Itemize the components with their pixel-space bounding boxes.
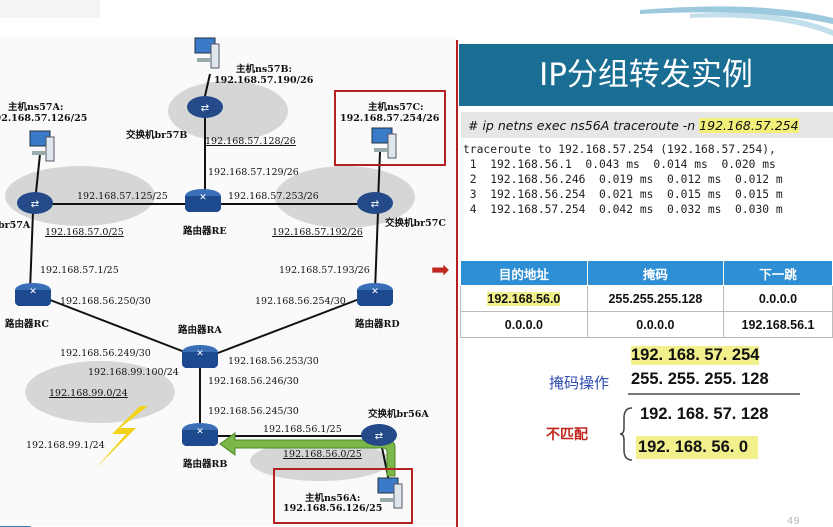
traceroute-hop-1: 1 192.168.56.1 0.043 ms 0.014 ms 0.020 m… — [463, 158, 776, 171]
mask-underline — [628, 393, 800, 395]
switch-br57a-label: br57A — [0, 220, 31, 231]
traceroute-hop-3: 3 192.168.56.254 0.021 ms 0.015 ms 0.015… — [463, 188, 783, 201]
router-rc-icon: ✕ — [15, 283, 51, 306]
table-cell: 0.0.0.0 — [460, 311, 588, 338]
router-rd-icon: ✕ — [357, 283, 393, 306]
net-57-0-label: 192.168.57.0/25 — [45, 227, 124, 238]
ra-bottom-ip: 192.168.56.246/30 — [208, 376, 299, 387]
network-diagram: ⇄ ⇄ ⇄ ⇄ ✕ ✕ ✕ ✕ ✕ 主机ns57B: 192.168.57.19… — [0, 36, 456, 526]
router-ra-icon: ✕ — [182, 345, 218, 368]
host-ns57c-ip: 192.168.57.254/26 — [340, 113, 440, 124]
mask-address: 192. 168. 57. 254 — [631, 346, 760, 365]
svg-text:⇄: ⇄ — [375, 431, 383, 442]
page-title: IP分组转发实例 — [539, 57, 753, 93]
re-left-ip: 192.168.57.125/25 — [77, 191, 168, 202]
mask-value: 255. 255. 255. 128 — [631, 370, 769, 388]
host-ns57a-name: 主机ns57A: — [8, 102, 64, 113]
net-56-0-label: 192.168.56.0/25 — [283, 449, 362, 460]
rc-right-ip: 192.168.56.250/30 — [60, 296, 151, 307]
mask-result: 192. 168. 57. 128 — [640, 405, 769, 423]
pointer-arrow-icon: ➡ — [431, 258, 450, 283]
router-rc-label: 路由器RC — [5, 319, 49, 330]
switch-br56a-label: 交换机br56A — [368, 409, 429, 420]
host-ns57b-name: 主机ns57B: — [236, 64, 293, 75]
compare-network: 192. 168. 56. 0 — [636, 436, 759, 459]
ra-right-ip: 192.168.56.253/30 — [228, 356, 319, 367]
host-ns56a-pc-icon — [377, 477, 403, 509]
command-line: # ip netns exec ns56A traceroute -n 192.… — [461, 112, 833, 138]
svg-text:✕: ✕ — [371, 287, 379, 297]
host-ns57b-pc-icon — [194, 37, 220, 69]
ra-left-ip: 192.168.56.249/30 — [60, 348, 151, 359]
svg-text:✕: ✕ — [196, 349, 204, 359]
col-mask: 掩码 — [586, 260, 725, 286]
rd-top-ip: 192.168.57.193/26 — [279, 265, 370, 276]
routing-table: 目的地址 掩码 下一跳 192.168.56.0 255.255.255.128… — [460, 260, 833, 338]
svg-text:✕: ✕ — [29, 287, 37, 297]
switch-br57c-icon: ⇄ — [357, 192, 393, 214]
table-cell: 0.0.0.0 — [723, 285, 833, 312]
switch-br57b-icon: ⇄ — [187, 96, 223, 118]
target-host-box — [334, 90, 446, 166]
net-99-label: 192.168.99.0/24 — [49, 388, 128, 399]
title-bar: IP分组转发实例 — [459, 44, 833, 106]
table-row: 0.0.0.0 0.0.0.0 192.168.56.1 — [460, 311, 833, 338]
table-cell: 192.168.56.1 — [723, 311, 833, 338]
table-row: 192.168.56.0 255.255.255.128 0.0.0.0 — [460, 285, 833, 312]
svg-text:✕: ✕ — [196, 427, 204, 437]
router-re-label: 路由器RE — [183, 226, 227, 237]
rb-top-ip: 192.168.56.245/30 — [208, 406, 299, 417]
host-ns57b-ip: 192.168.57.190/26 — [214, 75, 314, 86]
svg-text:⇄: ⇄ — [201, 103, 209, 114]
router-re-icon: ✕ — [185, 189, 221, 212]
host-ns57a-ip: 192.168.57.126/25 — [0, 113, 88, 124]
host-ns56a-ip: 192.168.56.126/25 — [283, 503, 383, 514]
command-text: # ip netns exec ns56A traceroute -n 192.… — [468, 118, 799, 133]
router-rb-icon: ✕ — [182, 423, 218, 446]
rd-left-ip: 192.168.56.254/30 — [255, 296, 346, 307]
host-ns57c-name: 主机ns57C: — [368, 102, 424, 113]
switch-br57c-label: 交换机br57C — [385, 218, 446, 229]
switch-br57b-label: 交换机br57B — [126, 130, 188, 141]
re-top-ip: 192.168.57.129/26 — [208, 167, 299, 178]
col-next-hop: 下一跳 — [723, 260, 833, 286]
mismatch-label: 不匹配 — [546, 427, 588, 443]
net-57-128-label: 192.168.57.128/26 — [205, 136, 296, 147]
route-arrow — [219, 432, 396, 477]
mask-op-label: 掩码操作 — [549, 374, 610, 392]
col-destination: 目的地址 — [460, 260, 588, 286]
host-99-ip: 192.168.99.1/24 — [26, 440, 105, 451]
host-ns56a-name: 主机ns56A: — [305, 493, 361, 504]
router-ra-label: 路由器RA — [178, 325, 222, 336]
ra-99-ip: 192.168.99.100/24 — [88, 367, 179, 378]
svg-text:⇄: ⇄ — [31, 199, 39, 210]
divider-line — [456, 40, 458, 527]
wireless-bolt-icon — [96, 406, 148, 468]
traceroute-hop-4: 4 192.168.57.254 0.042 ms 0.032 ms 0.030… — [463, 203, 783, 216]
router-rd-label: 路由器RD — [355, 319, 400, 330]
rc-top-ip: 192.168.57.1/25 — [40, 265, 119, 276]
svg-text:✕: ✕ — [199, 193, 207, 203]
routing-table-header: 目的地址 掩码 下一跳 — [460, 260, 833, 286]
switch-br56a-icon: ⇄ — [361, 424, 397, 446]
net-57-192-label: 192.168.57.192/26 — [272, 227, 363, 238]
host-ns57c-pc-icon — [371, 127, 397, 159]
command-target: 192.168.57.254 — [699, 118, 799, 133]
brace-icon — [619, 407, 633, 461]
switch-br57a-icon: ⇄ — [17, 192, 53, 214]
router-rb-label: 路由器RB — [183, 459, 228, 470]
host-ns57a-pc-icon — [29, 130, 55, 162]
traceroute-hop-2: 2 192.168.56.246 0.019 ms 0.012 ms 0.012… — [463, 173, 783, 186]
table-cell: 255.255.255.128 — [586, 285, 725, 312]
table-cell: 192.168.56.0 — [460, 285, 588, 312]
network-links — [29, 73, 396, 487]
source-host-box — [273, 468, 413, 524]
re-right-ip: 192.168.57.253/26 — [228, 191, 319, 202]
svg-text:⇄: ⇄ — [371, 199, 379, 210]
rb-right-ip: 192.168.56.1/25 — [263, 424, 342, 435]
page-number: 49 — [787, 516, 800, 527]
command-prefix: # ip netns exec ns56A traceroute -n — [468, 118, 700, 133]
traceroute-header: traceroute to 192.168.57.254 (192.168.57… — [463, 143, 776, 156]
table-cell: 0.0.0.0 — [586, 311, 725, 338]
